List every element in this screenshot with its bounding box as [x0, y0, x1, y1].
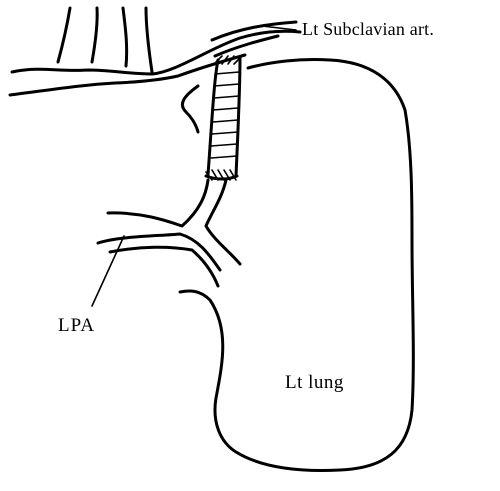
- lpa-leader-line: [92, 236, 124, 306]
- arch-branches: [58, 8, 152, 72]
- left-subclavian-artery: [212, 22, 296, 56]
- graft-shunt: [206, 56, 240, 180]
- ductal-remnant: [182, 86, 198, 132]
- pulmonary-artery: [98, 180, 240, 286]
- lpa-label: LPA: [58, 316, 95, 335]
- subclavian-label: Lt Subclavian art.: [302, 20, 434, 38]
- lung-label: Lt lung: [285, 373, 344, 392]
